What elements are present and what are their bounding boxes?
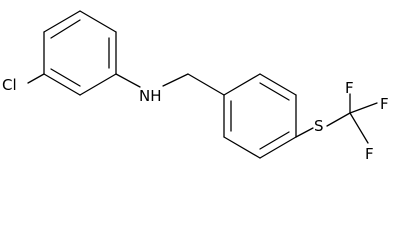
c-s-bond [295, 127, 314, 138]
fluorine-bottom-label: F [365, 145, 374, 163]
s-c-bond [326, 112, 351, 127]
c-n-bond [115, 73, 141, 88]
c-f-bond [349, 112, 369, 144]
ring-bond [43, 73, 81, 96]
ring-bond [259, 136, 297, 159]
double-bond-inner [50, 19, 81, 39]
double-bond-inner [259, 82, 290, 101]
ring-bond [79, 73, 117, 96]
n-ch2-bond [162, 73, 189, 87]
benzyl-ring [223, 73, 297, 159]
ring-bond [79, 10, 117, 33]
chlorine-label: Cl [2, 76, 17, 94]
amine-label: NH [139, 87, 162, 105]
ring-bond [259, 73, 297, 96]
ring-bond [223, 136, 261, 159]
double-bond-inner [259, 131, 290, 150]
c-cl-bond [27, 73, 45, 84]
ch2-ring-bond [187, 73, 225, 96]
ring-bond [43, 10, 81, 33]
ring-bond [223, 73, 261, 96]
chlorophenyl-ring [43, 10, 117, 96]
double-bond-inner [50, 68, 81, 87]
fluorine-right-label: F [380, 95, 389, 113]
sulfur-label: S [314, 117, 324, 135]
c-f-bond [349, 102, 378, 114]
chemical-structure: Cl NH S F F F [2, 10, 389, 163]
fluorine-top-label: F [345, 79, 354, 97]
